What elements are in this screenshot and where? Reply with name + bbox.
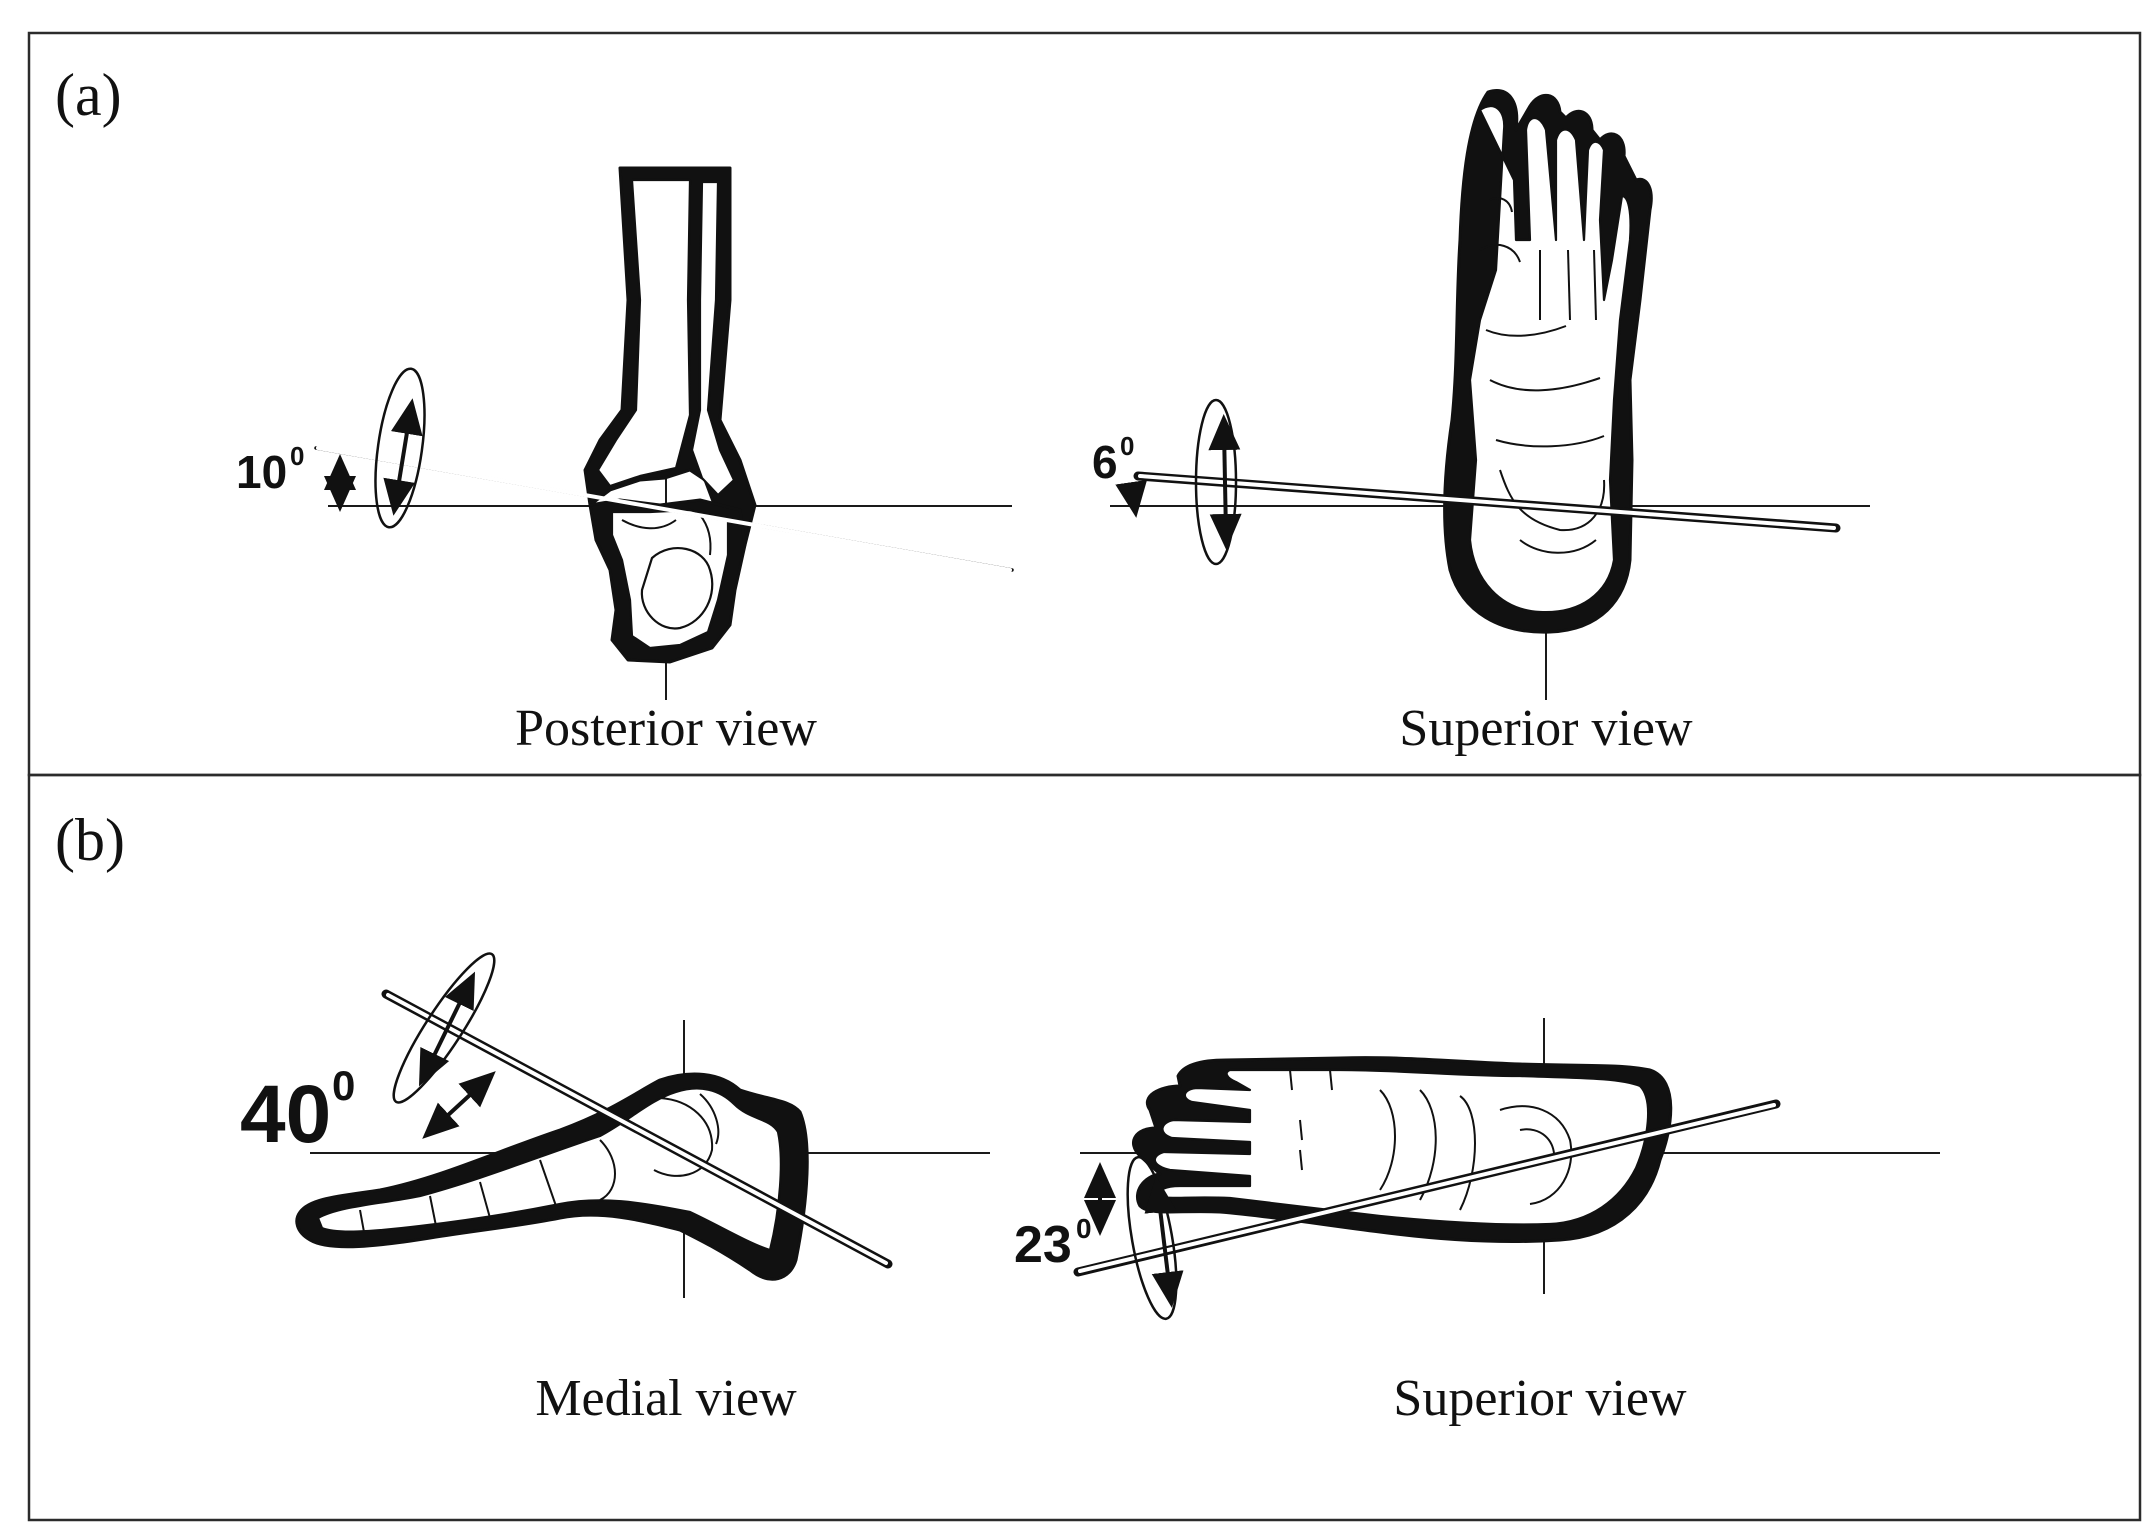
- superior-b-view-caption: Superior view: [1393, 1370, 1687, 1427]
- panel-b-border: [27, 773, 2142, 1522]
- panel-a-label: (a): [55, 62, 122, 128]
- superior-a-angle-value: 6: [1092, 436, 1118, 488]
- posterior-view-caption: Posterior view: [515, 700, 817, 757]
- medial-view: 40 0 Medial view: [240, 952, 990, 1427]
- rotation-arrow-icon: [1126, 1155, 1184, 1321]
- superior-view-a: 6 0 Superior view: [1092, 89, 1870, 757]
- panel-a-border: [27, 31, 2142, 777]
- medial-angle-value: 40: [240, 1069, 331, 1160]
- panel-b-label: (b): [55, 807, 125, 873]
- superior-b-axis-rod-core: [1078, 1103, 1776, 1273]
- medial-angle-degree: 0: [332, 1062, 355, 1109]
- posterior-ankle-icon: [583, 166, 757, 664]
- medial-angle-arrow: [422, 1071, 496, 1139]
- superior-foot-icon: [1132, 1056, 1673, 1244]
- superior-a-axis-rod-core: [1138, 474, 1836, 530]
- medial-foot-icon: [295, 1072, 809, 1281]
- posterior-view: 10 0 Posterior view: [236, 166, 1014, 757]
- superior-b-angle-degree: 0: [1076, 1213, 1092, 1244]
- rotation-arrow-icon: [392, 952, 496, 1104]
- superior-a-angle-degree: 0: [1120, 431, 1134, 461]
- panel-a: (a): [27, 31, 2142, 777]
- posterior-angle-degree: 0: [290, 441, 304, 471]
- superior-a-angle-arrow: [1115, 479, 1148, 518]
- rotation-arrow-icon: [374, 367, 426, 529]
- posterior-angle-value: 10: [236, 446, 287, 498]
- superior-a-view-caption: Superior view: [1399, 700, 1693, 757]
- panel-b: (b) 40 0: [27, 773, 2142, 1522]
- medial-view-caption: Medial view: [535, 1370, 797, 1427]
- superior-view-b: 23 0 Superior view: [1014, 1018, 1940, 1427]
- rotation-arrow-icon: [1194, 398, 1242, 566]
- superior-foot-icon: [1443, 89, 1653, 634]
- posterior-axis-rod-core: [316, 446, 1012, 572]
- superior-b-angle-value: 23: [1014, 1216, 1072, 1274]
